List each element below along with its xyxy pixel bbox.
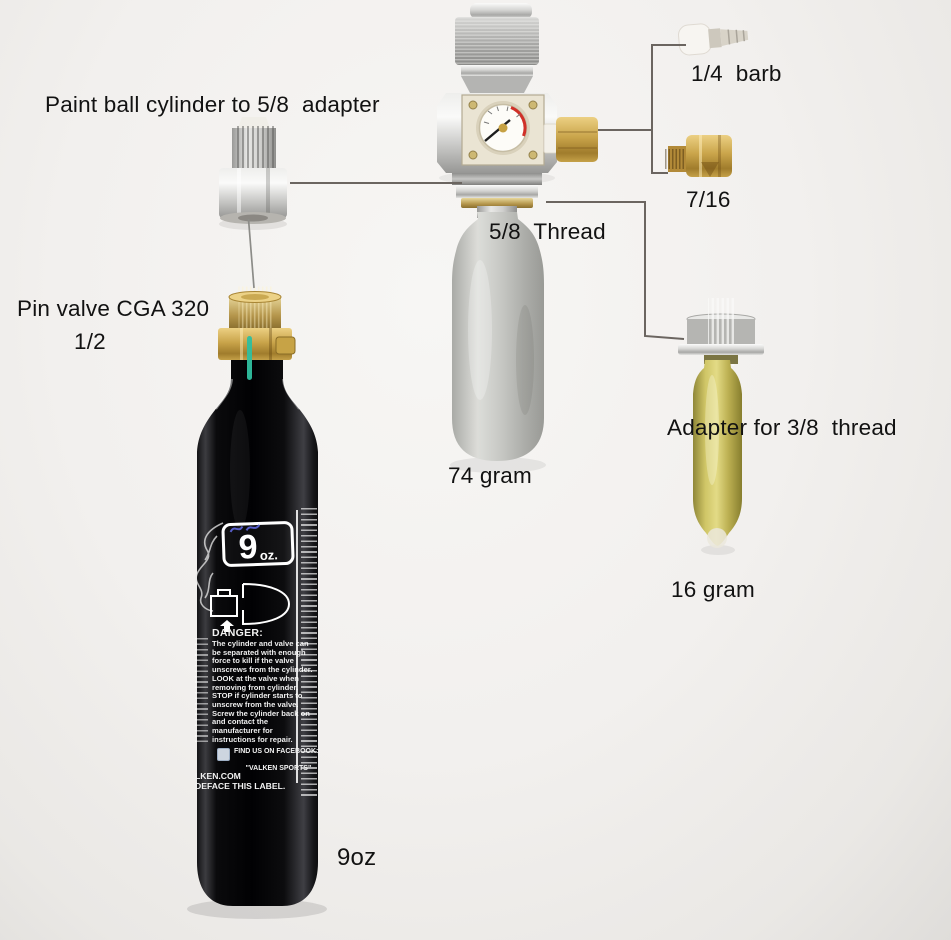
facebook-row: FIND US ON FACEBOOK: "VALKEN SPORTS" <box>217 748 318 774</box>
bottle-label-artwork: 9 oz. DANGER: The cylinder and valve can… <box>193 480 323 815</box>
co2-regulator <box>437 3 598 208</box>
line-regulator-to-fittings <box>598 44 686 174</box>
label-716: 7/16 <box>686 187 731 212</box>
valve-fill-indicator <box>247 336 252 380</box>
facebook-line2: "VALKEN SPORTS" <box>245 765 312 772</box>
facebook-text: FIND US ON FACEBOOK: "VALKEN SPORTS" <box>234 748 318 774</box>
line-thread-to-38adapter <box>546 201 685 340</box>
danger-text: The cylinder and valve can be separated … <box>212 639 313 744</box>
label-paintball-adapter: Paint ball cylinder to 5/8 adapter <box>45 92 380 117</box>
label-14-barb: 1/4 barb <box>691 61 782 86</box>
label-adapter-38: Adapter for 3/8 thread <box>667 415 897 440</box>
logo-9oz-oz: oz. <box>259 547 279 563</box>
cartridge-16g-body <box>693 360 742 546</box>
bottle-body <box>197 353 318 906</box>
line-adapter-to-valve-pin <box>247 218 255 289</box>
cartridge-74g-body <box>452 212 544 461</box>
gauge-hub <box>498 123 508 133</box>
facebook-icon <box>217 748 230 761</box>
website-block: LKEN.COM DEFACE THIS LABEL. <box>195 771 285 791</box>
label-column-rule <box>296 510 298 783</box>
plate-screws <box>468 100 538 160</box>
brass-fitting-716 <box>665 135 732 177</box>
label-9oz: 9oz <box>337 844 377 871</box>
gauge-needle <box>484 119 511 142</box>
label-fragment: DEFACE THIS LABEL. <box>195 781 286 791</box>
label-left-text-column <box>195 638 208 743</box>
blue-scribble <box>229 524 261 533</box>
regulator-outlet-nut <box>556 117 598 162</box>
adapter-38-with-16g <box>678 298 764 548</box>
label-74-gram: 74 gram <box>448 463 532 488</box>
facebook-line1: FIND US ON FACEBOOK: <box>234 748 319 755</box>
label-58-thread: 5/8 Thread <box>489 219 606 244</box>
label-right-text-column <box>301 508 317 796</box>
connector-lines <box>247 44 686 340</box>
pin-valve <box>218 286 296 380</box>
label-16-gram: 16 gram <box>671 577 755 602</box>
paintball-to-58-adapter <box>219 117 287 224</box>
pressure-gauge <box>476 101 530 155</box>
valve-side-screw <box>275 336 296 355</box>
logo-9oz: 9 oz. <box>221 520 295 568</box>
barb-fitting-14 <box>678 23 749 56</box>
cylinder-valve-diagram <box>210 583 291 632</box>
label-pin-valve-line2: 1/2 <box>74 329 106 354</box>
website-fragment: LKEN.COM <box>195 771 241 781</box>
dragon-graphic <box>195 522 224 612</box>
regulator-knob <box>455 17 539 65</box>
cartridge-74g <box>452 206 544 461</box>
danger-title: DANGER: <box>212 627 264 639</box>
label-pin-valve-line1: Pin valve CGA 320 <box>17 296 210 321</box>
